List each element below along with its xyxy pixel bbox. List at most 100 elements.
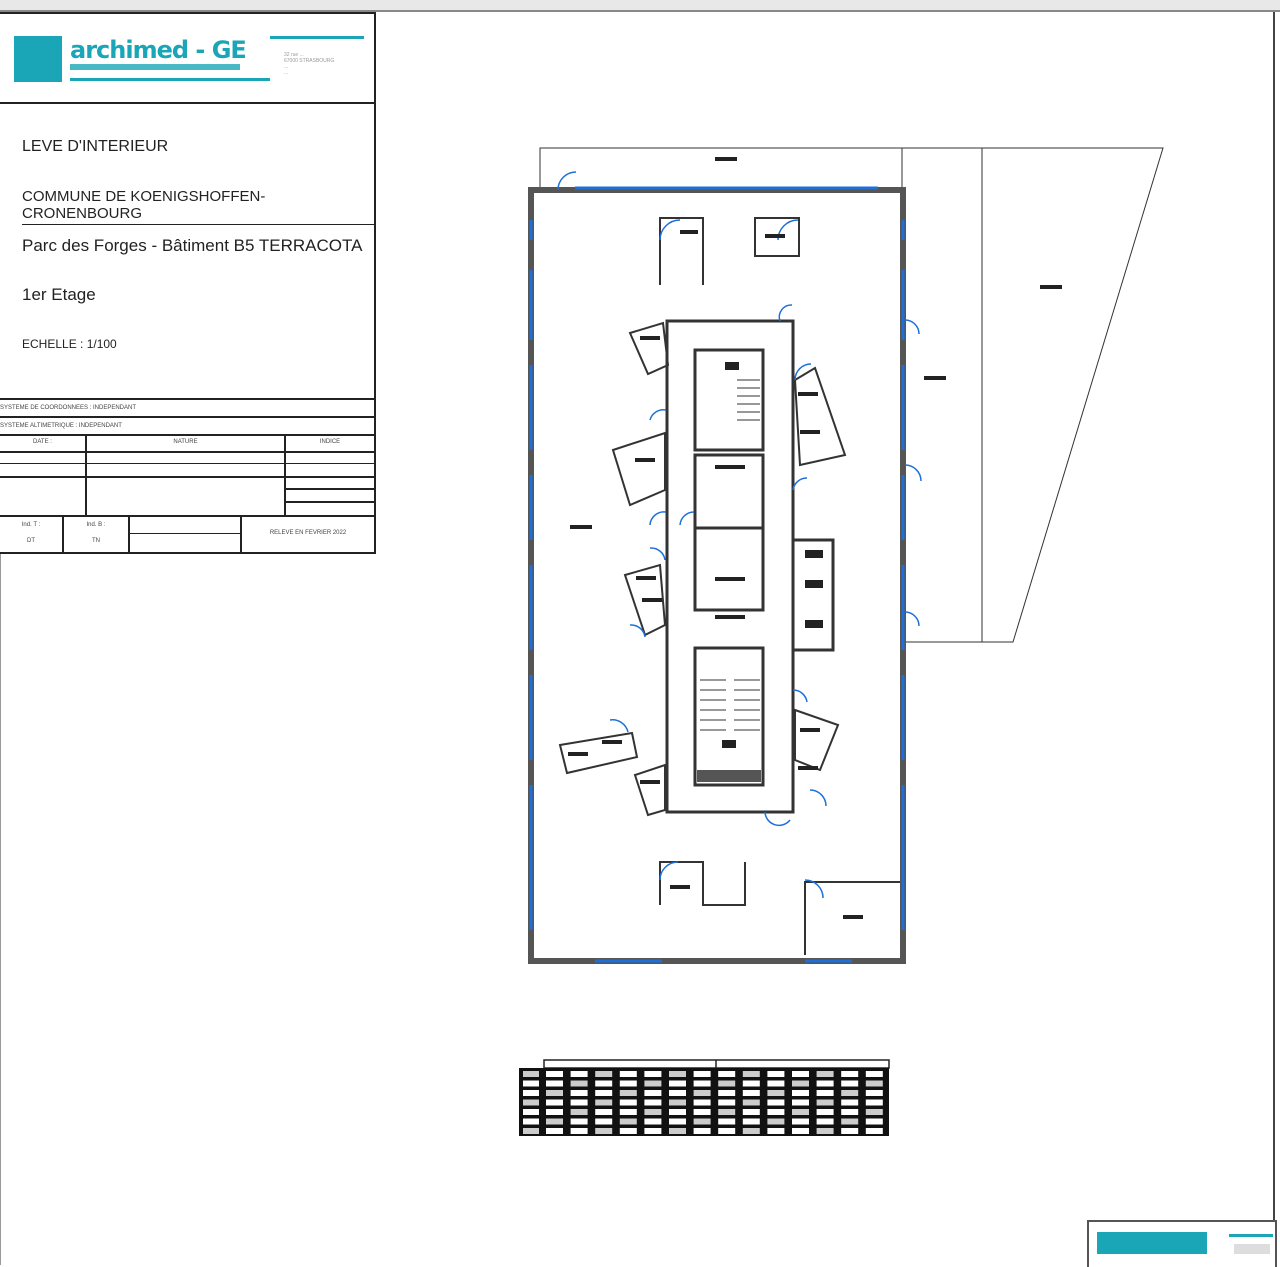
area-table-cell [619,1128,637,1134]
area-table-cell [644,1080,662,1087]
area-table-cell [865,1118,883,1125]
area-table-cell [718,1071,736,1077]
area-table-cell [595,1109,613,1115]
outer-wall [528,187,906,964]
area-table-cell [693,1071,711,1077]
area-table-cell [865,1080,883,1087]
area-table-cell [742,1071,760,1077]
area-table-cell [693,1128,711,1134]
stair-icon [700,379,760,731]
area-table-cell [693,1099,711,1106]
area-table-cell [669,1118,686,1125]
area-table-cell [546,1128,563,1134]
area-table-cell [523,1080,539,1087]
room-labels [568,157,1062,919]
area-table-cell [865,1099,883,1106]
area-table-cell [718,1099,736,1106]
scale: ECHELLE : 1/100 [22,337,117,351]
area-table-cell [595,1128,613,1134]
area-table-cell [841,1128,859,1134]
area-table-cell [546,1099,563,1106]
area-table-cell [742,1080,760,1087]
area-table-cell [767,1080,785,1087]
area-table-cell [570,1118,588,1125]
stair-north [693,348,765,452]
area-table-cell [718,1109,736,1115]
area-table-cell [619,1099,637,1106]
area-table-cell [693,1080,711,1087]
area-table-cell [865,1109,883,1115]
right-annex [901,147,1164,643]
area-table-cell [570,1109,588,1115]
area-table-cell [546,1109,563,1115]
area-table-cell [841,1071,859,1077]
area-table-cell [742,1090,760,1096]
area-table-cell [742,1118,760,1125]
area-table-cell [841,1118,859,1125]
area-table-cell [669,1080,686,1087]
area-table-cell [792,1071,809,1077]
area-table-cell [841,1099,859,1106]
area-table-cell [742,1099,760,1106]
area-table-cell [595,1080,613,1087]
windows [529,186,905,963]
area-table-cell [570,1128,588,1134]
stair-south [693,646,765,787]
area-table-cell [619,1118,637,1125]
ind-t-label: Ind. T : [21,522,41,528]
area-table-cell [816,1109,834,1115]
ind-t-value: DT [27,538,35,544]
drawing-sheet [0,12,1275,1265]
area-table-cell [570,1090,588,1096]
area-table-cell [792,1118,809,1125]
area-table-cell [523,1118,539,1125]
door-swing-icon [557,171,922,899]
coord-system: SYSTEME DE COORDONNEES : INDEPENDANT [0,398,374,416]
area-table-cell [669,1099,686,1106]
area-table-cell [523,1109,539,1115]
logo-mark [1097,1232,1207,1254]
area-table-cell [523,1090,539,1096]
area-table-cell [546,1118,563,1125]
area-table-cell [570,1071,588,1077]
area-table-cell [546,1080,563,1087]
area-table-cell [644,1090,662,1096]
area-table-cell [595,1071,613,1077]
area-table-cell [841,1090,859,1096]
area-table-cell [644,1128,662,1134]
area-table-cell [570,1099,588,1106]
area-table-cell [767,1090,785,1096]
area-table-cell [669,1071,686,1077]
area-table-cell [865,1128,883,1134]
rooms [558,217,900,955]
area-table-cell [669,1090,686,1096]
area-table-cell [792,1080,809,1087]
area-table-cell [595,1118,613,1125]
area-table-cell [619,1071,637,1077]
area-table-cell [718,1080,736,1087]
area-table-cell [595,1090,613,1096]
area-table-cell [792,1099,809,1106]
area-table-cell [693,1109,711,1115]
area-table-cell [767,1128,785,1134]
area-table-cell [619,1090,637,1096]
site-name: Parc des Forges - Bâtiment B5 TERRACOTA [22,236,363,255]
area-table-cell [865,1090,883,1096]
area-table-cell [644,1071,662,1077]
area-table-cell [742,1109,760,1115]
area-table-cell [546,1071,563,1077]
area-table-cell [718,1118,736,1125]
commune: COMMUNE DE KOENIGSHOFFEN-CRONENBOURG [22,188,374,225]
area-table-cell [742,1128,760,1134]
area-table-cell [767,1109,785,1115]
area-table [519,1059,890,1136]
area-table-cell [792,1090,809,1096]
area-table-cell [570,1080,588,1087]
area-table-cell [841,1080,859,1087]
area-table-cell [619,1109,637,1115]
area-table-cell [523,1071,539,1077]
floor-name: 1er Etage [22,285,96,304]
logo-mark [14,36,62,82]
area-table-cell [816,1128,834,1134]
company-logo: archimed - GE [70,36,247,64]
